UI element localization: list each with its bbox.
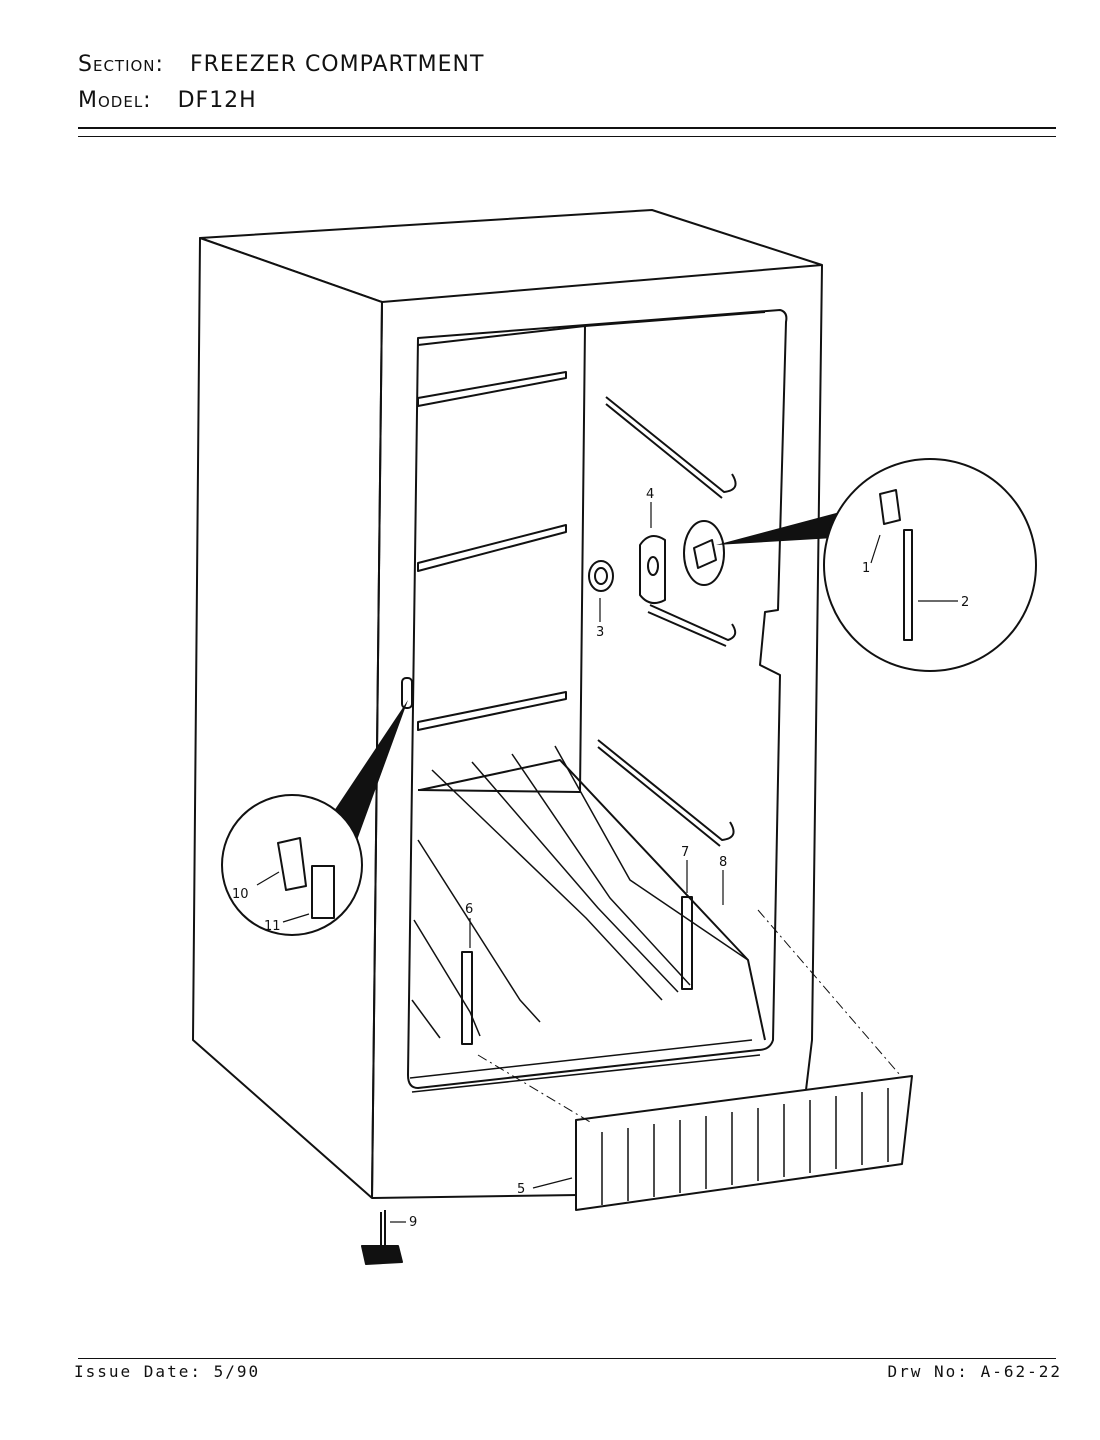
toe-grille (575, 1075, 913, 1211)
callout-1: 1 (862, 561, 870, 576)
section-label: Section: (78, 52, 164, 77)
floor-wire-grid (411, 745, 749, 1039)
header-rule-bottom (78, 136, 1056, 137)
liner-floor (419, 759, 766, 1041)
door-clip (401, 677, 413, 709)
liner-outer (407, 309, 788, 1089)
callout-3: 3 (596, 625, 604, 640)
callout-10: 10 (232, 887, 249, 902)
callout-2: 2 (961, 595, 969, 610)
cabinet-left-side (192, 237, 383, 1199)
header-rule-top (78, 127, 1056, 129)
callout-6: 6 (465, 902, 473, 917)
callout-9: 9 (409, 1215, 417, 1230)
magnifier-left (221, 794, 363, 936)
callout-7: 7 (681, 845, 689, 860)
section-heading: Section: FREEZER COMPARTMENT (78, 52, 484, 77)
cabinet-front-right (805, 264, 823, 1091)
part-1-thermostat (879, 489, 901, 525)
model-label: Model: (78, 88, 152, 113)
hook-rail-3 (597, 739, 735, 847)
section-value: FREEZER COMPARTMENT (189, 52, 485, 77)
callout-5: 5 (517, 1182, 525, 1197)
part-10-clip (277, 837, 307, 891)
magnifier-right-cone (716, 512, 840, 545)
shelf-support-7 (681, 896, 693, 990)
footer-rule (78, 1358, 1056, 1359)
light-socket (639, 535, 666, 605)
shelf-rail-1 (417, 371, 567, 407)
hook-rail-2 (647, 604, 737, 647)
shelf-support-6 (461, 951, 473, 1045)
magnifier-right (823, 458, 1037, 672)
part-11-strike (311, 865, 335, 919)
drawing-number: Drw No: A-62-22 (887, 1362, 1062, 1381)
callout-4: 4 (646, 487, 654, 502)
callout-8: 8 (719, 855, 727, 870)
callout-11: 11 (264, 919, 281, 934)
model-heading: Model: DF12H (78, 88, 257, 113)
issue-date: Issue Date: 5/90 (74, 1362, 261, 1381)
liner-back-wall (417, 325, 586, 793)
light-bulb (588, 560, 614, 592)
grille-slots (601, 1088, 889, 1205)
shelf-rail-3 (417, 691, 567, 731)
hook-rail-1 (605, 396, 737, 499)
thermostat-mount (683, 520, 725, 586)
leveling-leg (361, 1210, 403, 1265)
part-2-sensor (903, 529, 913, 641)
model-value: DF12H (177, 88, 257, 113)
shelf-rail-2 (417, 524, 567, 572)
